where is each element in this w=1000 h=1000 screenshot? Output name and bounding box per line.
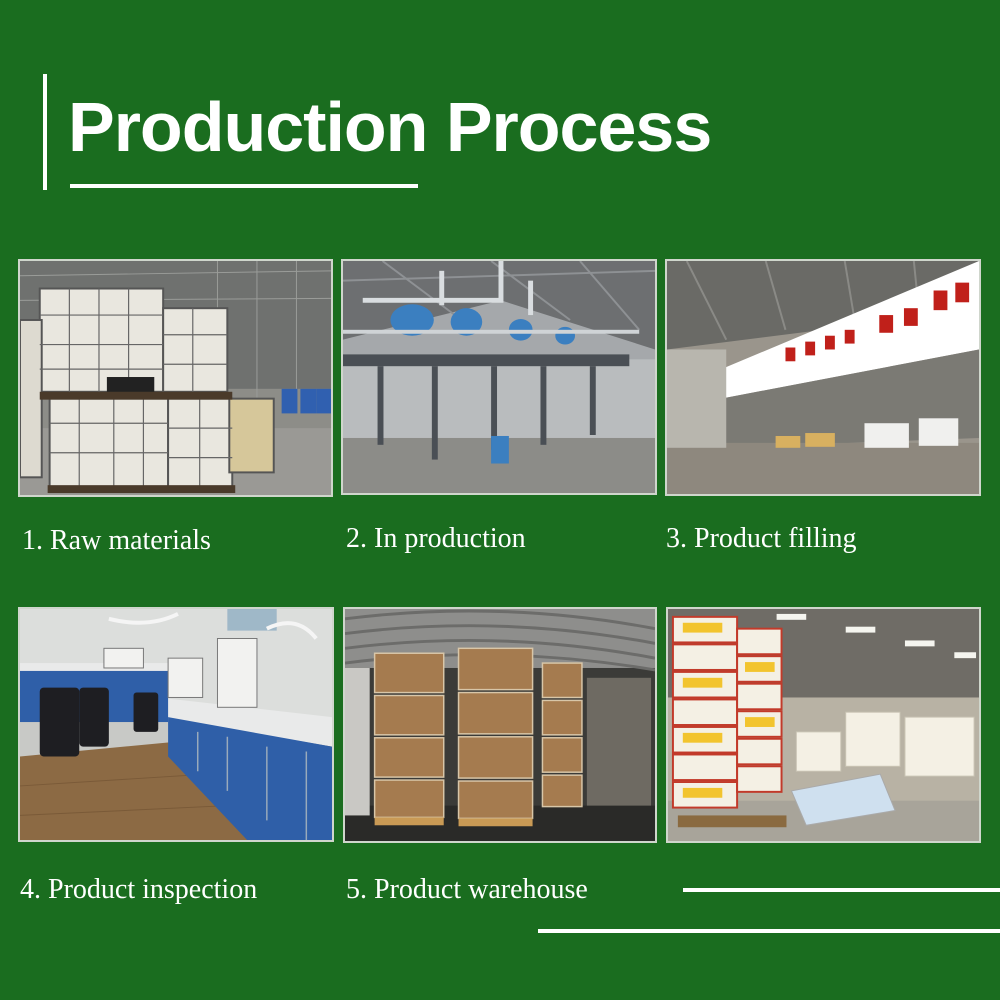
title-underline — [70, 184, 418, 188]
product-filling-photo — [665, 259, 981, 496]
raw-materials-photo — [18, 259, 333, 497]
product-warehouse-photo — [343, 607, 657, 843]
decorative-line-lower — [538, 929, 1000, 933]
step-caption-raw-materials: 1. Raw materials — [22, 525, 211, 556]
step-caption-in-production: 2. In production — [346, 523, 526, 554]
decorative-line-upper — [683, 888, 1000, 892]
product-stock-photo — [666, 607, 981, 843]
step-caption-product-warehouse: 5. Product warehouse — [346, 874, 588, 905]
title-accent-bar — [43, 74, 47, 190]
step-caption-product-inspection: 4. Product inspection — [20, 874, 258, 905]
step-caption-product-filling: 3. Product filling — [666, 523, 857, 554]
in-production-photo — [341, 259, 657, 495]
product-inspection-photo — [18, 607, 334, 842]
page-title: Production Process — [68, 88, 712, 166]
